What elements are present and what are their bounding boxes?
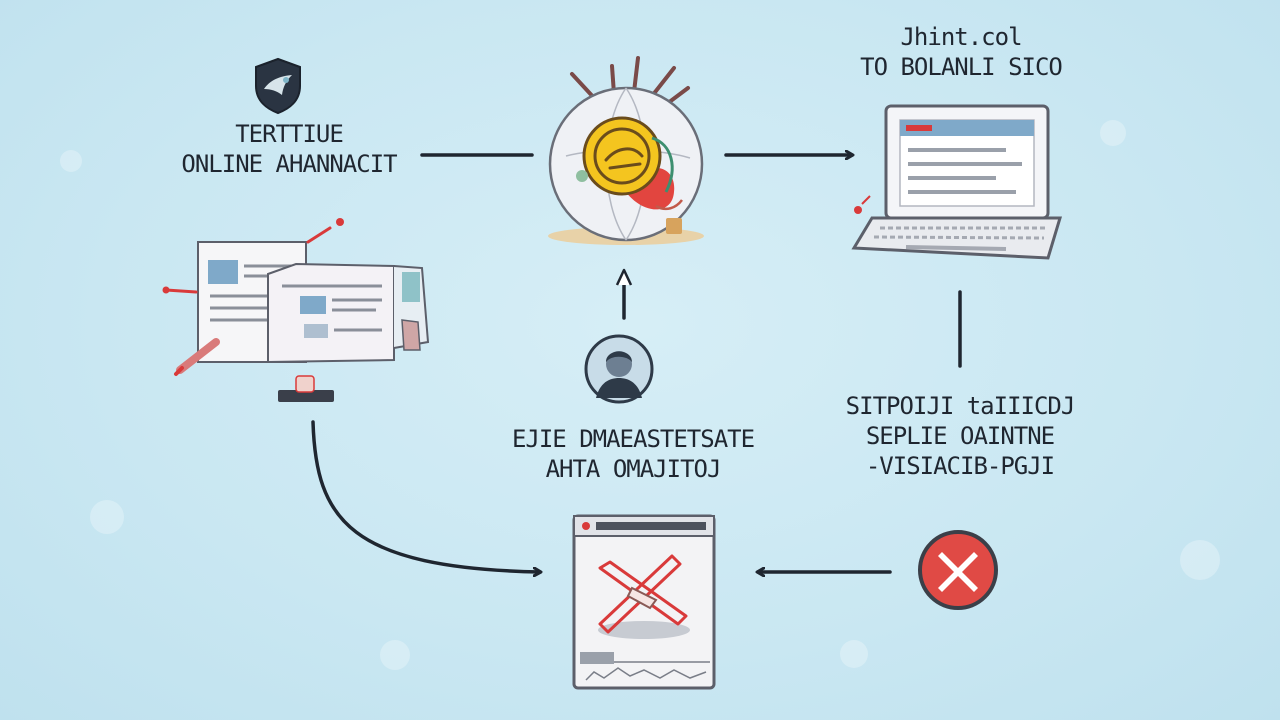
node-label-data-state: EJIE DMAEASTETSATE AHTA OMAJITOJ: [474, 424, 792, 484]
browser-cancel-icon: [572, 514, 716, 690]
user-avatar-icon: [584, 334, 654, 404]
node-label-online-account: TERTTIUE ONLINE AHANNACIT: [148, 119, 430, 179]
node-label-line: ONLINE AHANNACIT: [181, 150, 397, 178]
error-x-icon: [918, 530, 998, 610]
node-label-line: TO BOLANLI SICO: [860, 53, 1063, 81]
node-label-service-status: SITPOIJI taIIICDJ SEPLIE OAINTNE -VISIAC…: [830, 391, 1090, 481]
shield-icon: [255, 57, 301, 115]
node-label-line: SITPOIJI taIIICDJ: [845, 392, 1076, 420]
background-dot: [380, 640, 410, 670]
globe-coin-icon: [548, 56, 704, 245]
node-label-line: EJIE DMAEASTETSATE: [511, 425, 755, 453]
background-dot: [1100, 120, 1126, 146]
node-label-line: TERTTIUE: [235, 120, 344, 148]
node-label-login: Jhint.col TO BOLANLI SICO: [846, 22, 1076, 82]
curved-arrow-to-browser: [311, 420, 540, 572]
node-label-line: -VISIACIB-PGJI: [865, 452, 1055, 480]
laptop-icon: [851, 104, 1063, 260]
background-dot: [90, 500, 124, 534]
arrowhead-up-icon: [615, 268, 633, 286]
background-dot: [1180, 540, 1220, 580]
background-dot: [60, 150, 82, 172]
node-label-line: Jhint.col: [900, 23, 1022, 51]
node-label-line: SEPLIE OAINTNE: [865, 422, 1055, 450]
documents-icon: [162, 218, 430, 402]
background-dot: [840, 640, 868, 668]
node-label-line: AHTA OMAJITOJ: [545, 455, 722, 483]
